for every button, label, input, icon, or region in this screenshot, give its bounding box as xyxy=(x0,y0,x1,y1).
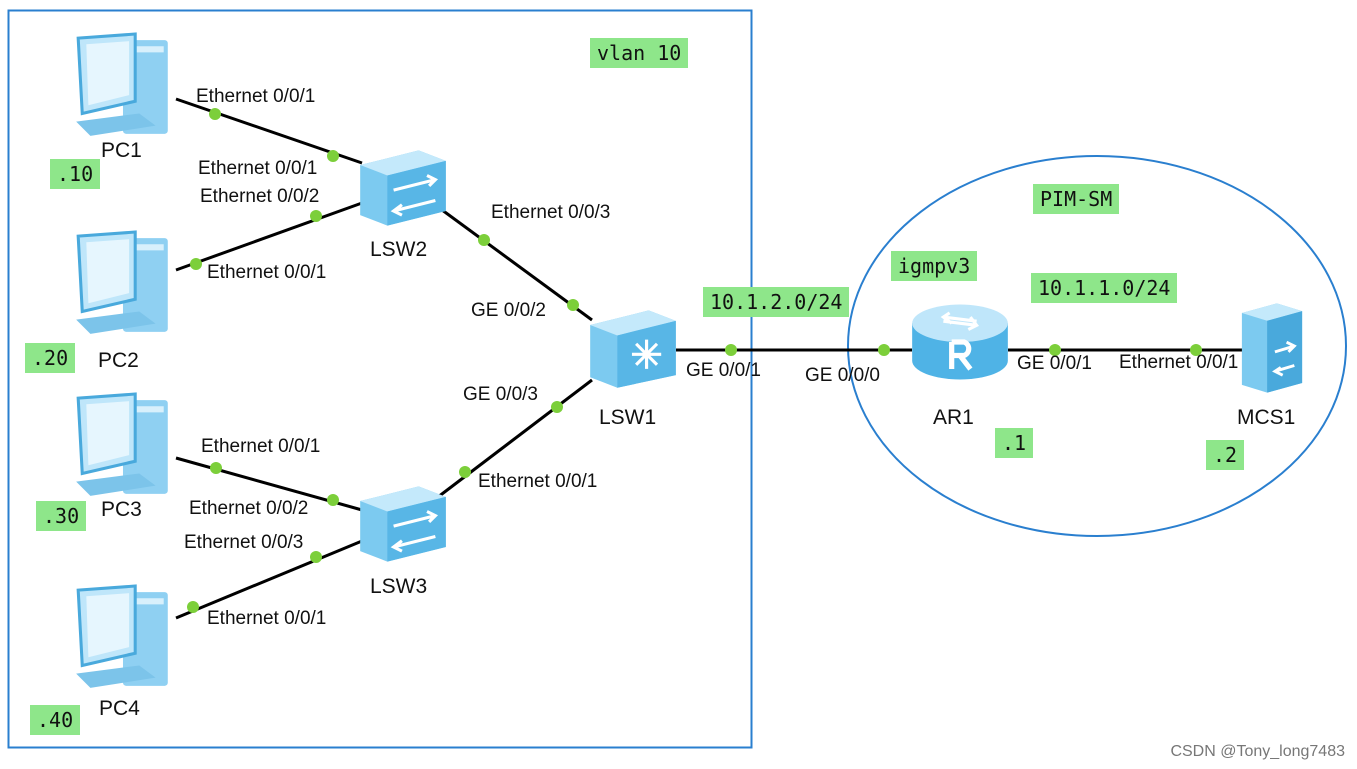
igmp-version-tag: igmpv3 xyxy=(891,251,978,281)
lsw1-switch-icon[interactable] xyxy=(588,308,678,390)
device-label-lsw1: LSW1 xyxy=(599,406,656,429)
network-tag-left: 10.1.2.0/24 xyxy=(703,287,850,317)
mcs1-ip-tag: .2 xyxy=(1206,440,1245,470)
port-label: Ethernet 0/0/1 xyxy=(198,158,317,179)
device-label-lsw3: LSW3 xyxy=(370,575,427,598)
port-label: Ethernet 0/0/1 xyxy=(207,608,326,629)
port-dot xyxy=(310,551,322,563)
port-dot xyxy=(210,462,222,474)
port-dot xyxy=(459,466,471,478)
port-dot xyxy=(190,258,202,270)
device-label-lsw2: LSW2 xyxy=(370,238,427,261)
port-dot xyxy=(1190,344,1202,356)
port-dot xyxy=(878,344,890,356)
pim-sm-area xyxy=(847,155,1347,537)
pc3-ip-tag: .30 xyxy=(36,501,87,531)
pc4-ip-tag: .40 xyxy=(30,705,81,735)
pc3-icon[interactable] xyxy=(74,392,170,498)
port-label: Ethernet 0/0/2 xyxy=(200,186,319,207)
port-dot xyxy=(725,344,737,356)
port-label: GE 0/0/1 xyxy=(1017,353,1092,374)
links xyxy=(175,97,1243,620)
port-label: Ethernet 0/0/3 xyxy=(491,202,610,223)
port-label: GE 0/0/2 xyxy=(471,300,546,321)
pc4-icon[interactable] xyxy=(74,584,170,690)
port-label: Ethernet 0/0/1 xyxy=(207,262,326,283)
link-lsw2-lsw1 xyxy=(437,205,593,322)
pim-sm-tag: PIM-SM xyxy=(1033,184,1120,214)
ar1-router-icon[interactable] xyxy=(912,305,1008,380)
port-dot xyxy=(551,401,563,413)
link-pc2-lsw2 xyxy=(175,201,363,272)
port-dots xyxy=(187,108,1202,613)
ar1-ip-tag: .1 xyxy=(995,428,1034,458)
port-label: GE 0/0/0 xyxy=(805,365,880,386)
port-dot xyxy=(478,234,490,246)
port-label: Ethernet 0/0/1 xyxy=(478,471,597,492)
network-tag-right: 10.1.1.0/24 xyxy=(1031,273,1178,303)
lsw2-switch-icon[interactable] xyxy=(358,148,448,228)
port-label: Ethernet 0/0/1 xyxy=(196,86,315,107)
port-dot xyxy=(310,210,322,222)
pc1-icon[interactable] xyxy=(74,32,170,138)
port-label: Ethernet 0/0/2 xyxy=(189,498,308,519)
port-dot xyxy=(187,601,199,613)
port-label: Ethernet 0/0/3 xyxy=(184,532,303,553)
device-label-ar1: AR1 xyxy=(933,406,974,429)
port-label: Ethernet 0/0/1 xyxy=(201,436,320,457)
vlan-boundary xyxy=(7,9,753,749)
port-dot xyxy=(327,494,339,506)
port-dot xyxy=(1049,344,1061,356)
device-label-pc1: PC1 xyxy=(101,139,142,162)
pc1-ip-tag: .10 xyxy=(50,159,101,189)
pc2-ip-tag: .20 xyxy=(25,343,76,373)
link-pc4-lsw3 xyxy=(175,539,363,620)
port-dot xyxy=(209,108,221,120)
port-label: GE 0/0/3 xyxy=(463,384,538,405)
port-label: Ethernet 0/0/1 xyxy=(1119,352,1238,373)
device-label-pc3: PC3 xyxy=(101,498,142,521)
pc2-icon[interactable] xyxy=(74,230,170,336)
vlan-tag: vlan 10 xyxy=(590,38,689,68)
device-label-pc4: PC4 xyxy=(99,697,140,720)
port-label: GE 0/0/1 xyxy=(686,360,761,381)
device-label-pc2: PC2 xyxy=(98,349,139,372)
port-dot xyxy=(567,299,579,311)
watermark: CSDN @Tony_long7483 xyxy=(1170,743,1345,760)
device-label-mcs1: MCS1 xyxy=(1237,406,1295,429)
mcs1-server-icon[interactable] xyxy=(1240,301,1304,395)
lsw3-switch-icon[interactable] xyxy=(358,484,448,564)
port-dot xyxy=(327,150,339,162)
